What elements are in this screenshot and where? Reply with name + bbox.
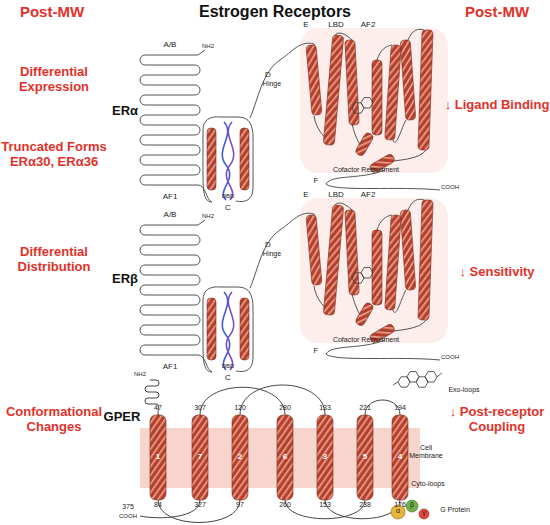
change-label: Differential Distribution: [0, 245, 108, 275]
domain-label: AF1: [148, 362, 192, 371]
domain-label: E: [284, 20, 328, 29]
domain-label: Hinge: [250, 80, 294, 88]
helix-number: 1: [136, 452, 180, 461]
domain-label: AF1: [148, 192, 192, 201]
domain-label: E: [284, 190, 328, 199]
region-label: Cell Membrane: [409, 444, 443, 460]
receptor-name: ERα: [105, 104, 145, 119]
residue-number: 97: [218, 501, 262, 509]
column-heading: Post-MW: [0, 3, 104, 20]
domain-label: LBD: [314, 20, 358, 29]
ligand: [352, 98, 373, 114]
nuclear-receptor-drawing: [140, 28, 448, 202]
effect-label: ↓ Sensitivity: [444, 265, 550, 280]
domain-label: AF2: [346, 20, 390, 29]
domain-label: COOH: [428, 354, 472, 361]
residue-number: 260: [263, 501, 307, 509]
g-gamma: [419, 509, 429, 519]
residue-number: 327: [178, 501, 222, 509]
gper-helices: [150, 415, 408, 500]
domain-label: AF2: [346, 190, 390, 199]
domain-label: NH2: [186, 43, 230, 50]
ab-domain-chain: [140, 50, 212, 202]
domain-label: DBD: [206, 193, 250, 200]
residue-number: 133: [303, 404, 347, 412]
effect-label: ↓ Post-receptor Coupling: [444, 405, 550, 435]
residue-number: 238: [343, 501, 387, 509]
region-label: Cyto-loops: [408, 480, 448, 488]
helix-number: 7: [178, 452, 222, 461]
residue-number: 47: [136, 404, 180, 412]
dna-strand: [226, 122, 233, 200]
residue-number: 194: [378, 404, 422, 412]
domain-label: NH2: [186, 213, 230, 220]
helix: [207, 128, 216, 190]
title: Estrogen Receptors: [175, 3, 375, 21]
g-protein-label: G Protein: [435, 506, 475, 514]
receptor-name: ERβ: [105, 272, 145, 287]
receptor-name: GPER: [100, 410, 144, 425]
column-heading: Post-MW: [444, 3, 550, 20]
helix-number: 5: [343, 452, 387, 461]
domain-label: Cofactor Recruitment: [321, 166, 411, 174]
domain-label: LBD: [314, 190, 358, 199]
domain-label: DBD: [206, 363, 250, 370]
domain-label: Hinge: [250, 250, 294, 258]
lbd-glow: [300, 28, 448, 173]
domain-label: F: [294, 176, 338, 185]
domain-label: C: [206, 203, 250, 212]
subunit-label: β: [406, 501, 418, 509]
lbd-loop: [314, 29, 426, 162]
domain-label: D: [246, 70, 290, 79]
domain-label: A/B: [148, 40, 192, 49]
helix-number: 3: [303, 452, 347, 461]
helix-number: 2: [218, 452, 262, 461]
region-label: Exo-loops: [444, 386, 484, 394]
change-label: Truncated Forms ERα30, ERα36: [0, 140, 109, 170]
domain-label: C: [206, 373, 250, 382]
residue-number: 280: [263, 404, 307, 412]
lbd-helices: [306, 30, 433, 174]
domain-label: A/B: [148, 210, 192, 219]
estradiol: [393, 372, 442, 388]
residue-number: 153: [303, 501, 347, 509]
effect-label: ↓ Ligand Binding: [444, 98, 550, 113]
subunit-label: γ: [418, 509, 430, 517]
residue-number: 84: [136, 501, 180, 509]
change-label: Differential Expression: [0, 65, 108, 95]
gper-drawing: [140, 372, 442, 523]
gper-loops: [140, 380, 400, 523]
residue-number: 375: [106, 503, 150, 511]
residue-number: 120: [218, 404, 262, 412]
helix: [240, 128, 249, 190]
subunit-label: α: [392, 507, 404, 515]
terminus-label: NH2: [118, 371, 162, 378]
nuclear-receptor-drawing: [140, 198, 448, 372]
residue-number: 221: [343, 404, 387, 412]
terminus-label: COOH: [106, 513, 150, 520]
change-label: Conformational Changes: [0, 405, 108, 435]
g-beta: [406, 500, 418, 512]
dbd-chain: [203, 117, 253, 202]
domain-label: F: [294, 346, 338, 355]
domain-label: D: [246, 240, 290, 249]
domain-label: Cofactor Recruitment: [321, 336, 411, 344]
helix-number: 6: [263, 452, 307, 461]
residue-number: 307: [178, 404, 222, 412]
hinge-chain: [250, 43, 314, 118]
domain-label: COOH: [428, 184, 472, 191]
